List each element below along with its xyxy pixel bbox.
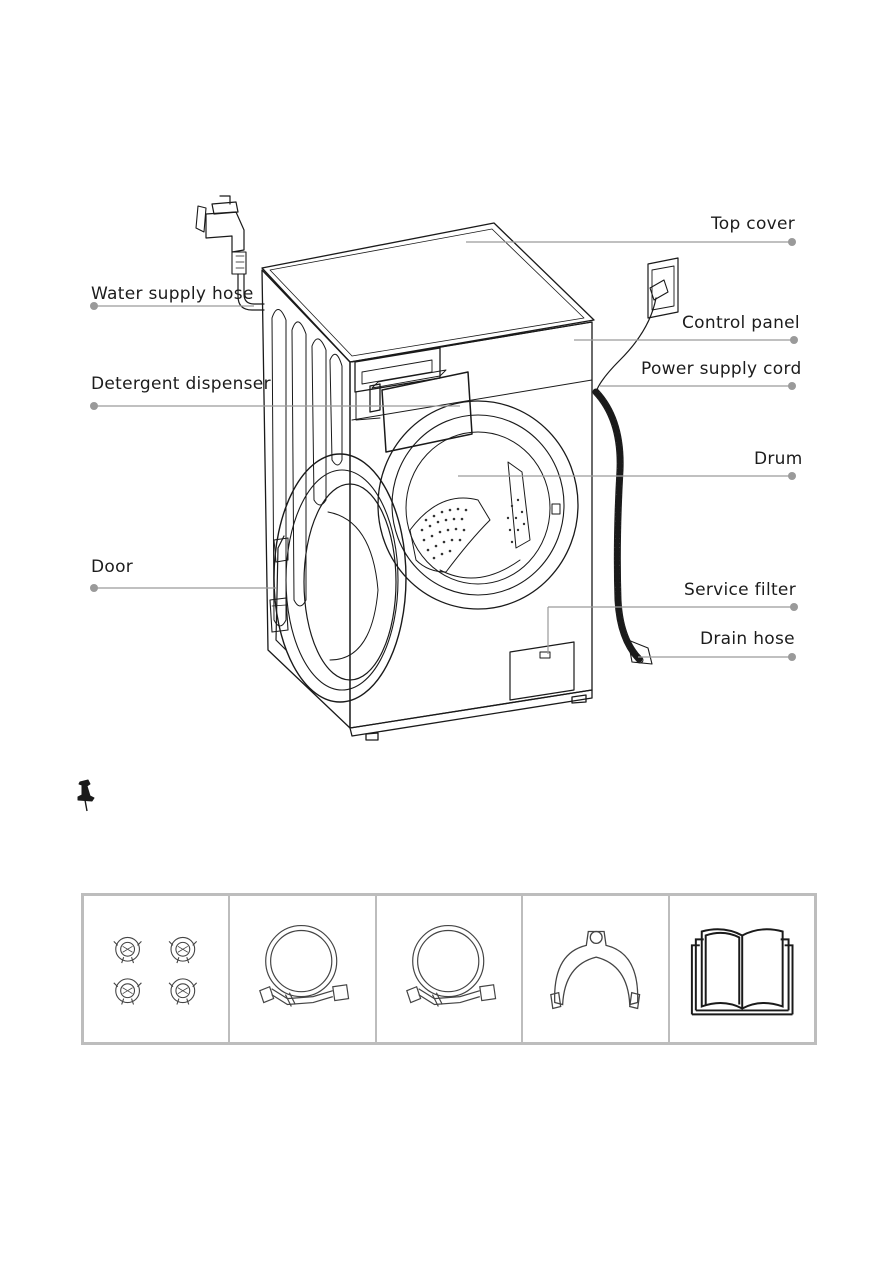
water-inlet-hose-icon bbox=[405, 925, 497, 1007]
label-top-cover: Top cover bbox=[711, 214, 796, 234]
drain-hose-bracket-icon bbox=[550, 930, 641, 1010]
wall-socket bbox=[647, 257, 679, 319]
accessory-cell bbox=[523, 896, 670, 1042]
label-service-filter: Service filter bbox=[684, 580, 796, 600]
drum-shape bbox=[405, 431, 551, 585]
top-cover-marker bbox=[788, 238, 796, 246]
top-cover-shape bbox=[261, 222, 595, 363]
service-filter-marker bbox=[790, 603, 798, 611]
control-panel-marker bbox=[790, 336, 798, 344]
manual-book-icon bbox=[690, 928, 794, 1016]
water-inlet-hose-icon bbox=[259, 925, 350, 1007]
label-control-panel: Control panel bbox=[682, 313, 800, 333]
power-supply-cord-marker bbox=[788, 382, 796, 390]
label-detergent-dispenser: Detergent dispenser bbox=[91, 374, 271, 394]
dispenser-housing bbox=[354, 347, 441, 393]
accessory-cell bbox=[230, 896, 377, 1042]
transit-bolt-caps-icon bbox=[113, 936, 198, 1005]
label-water-supply-hose: Water supply hose bbox=[91, 284, 254, 304]
washing-machine-diagram bbox=[90, 195, 798, 741]
accessory-cell bbox=[377, 896, 524, 1042]
drain-hose-marker bbox=[788, 653, 796, 661]
water-supply-hose-marker bbox=[90, 302, 98, 310]
service-filter-cover bbox=[509, 641, 575, 701]
label-power-supply-cord: Power supply cord bbox=[641, 359, 802, 379]
detergent-dispenser-marker bbox=[90, 402, 98, 410]
accessory-cell bbox=[84, 896, 231, 1042]
label-drum: Drum bbox=[754, 449, 803, 469]
door-marker bbox=[90, 584, 98, 592]
accessories-table bbox=[81, 893, 817, 1045]
push-pin-icon bbox=[77, 779, 95, 812]
drum-marker bbox=[788, 472, 796, 480]
door-shape bbox=[273, 453, 407, 703]
accessory-cell bbox=[670, 896, 814, 1042]
label-door: Door bbox=[91, 557, 134, 577]
dispenser-drawer bbox=[369, 383, 381, 413]
water-tap bbox=[211, 201, 239, 215]
control-panel-shape bbox=[351, 321, 593, 421]
power-cord bbox=[595, 297, 657, 393]
dispenser-front bbox=[381, 371, 473, 453]
label-drain-hose: Drain hose bbox=[700, 629, 795, 649]
